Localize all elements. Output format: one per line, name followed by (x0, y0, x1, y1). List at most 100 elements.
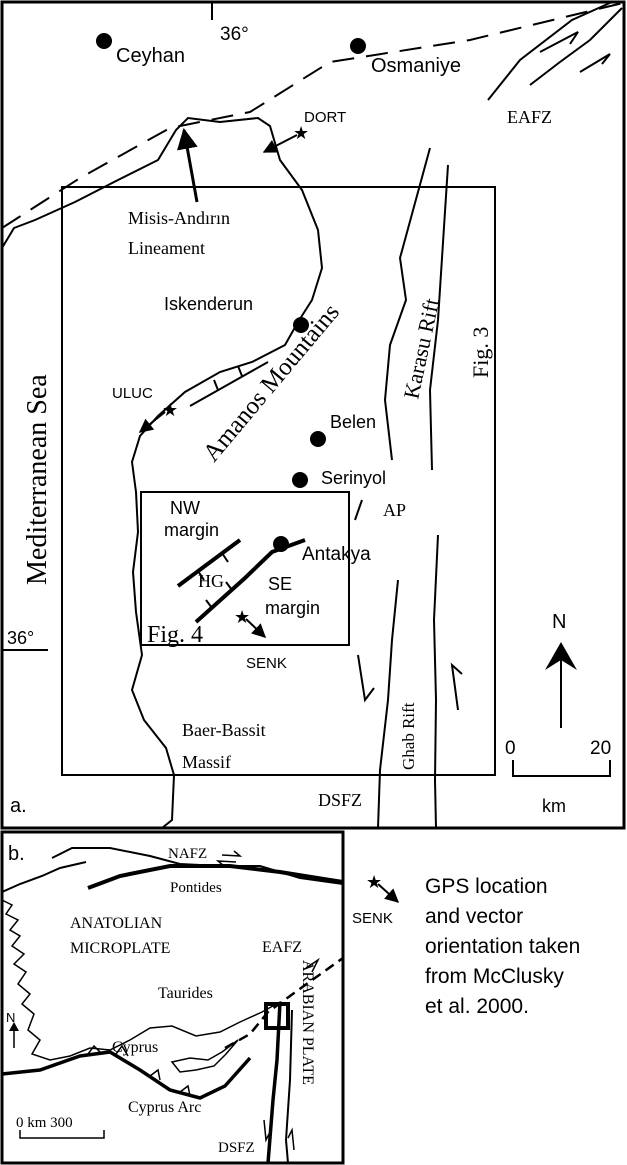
eafz-label-b: EAFZ (262, 939, 302, 956)
anatolian-label-1: ANATOLIAN (70, 915, 163, 932)
study-area-box (264, 1002, 290, 1030)
legend-line-3: orientation taken (425, 935, 580, 958)
karasu-fault-west (383, 147, 431, 461)
se-label-2: margin (265, 598, 320, 618)
gps-star-uluc: ★ (162, 400, 178, 420)
nw-label-2: margin (164, 520, 219, 540)
baer-label-2: Massif (182, 752, 231, 772)
amanos-fault-ticks (213, 365, 243, 391)
rift-fault-central (354, 499, 363, 521)
dsfz-label-a: DSFZ (318, 790, 362, 810)
ghab-fault-east (432, 534, 439, 829)
nw-margin-fault (176, 538, 242, 588)
panel-b-frame (0, 830, 345, 1165)
city-serinyol-dot (292, 472, 308, 488)
legend-line-4: from McClusky (425, 965, 564, 988)
nw-label-1: NW (170, 498, 200, 518)
nafz-half-arrow (215, 850, 243, 867)
misis-lineament (1, 1, 627, 229)
legend-line-5: et al. 2000. (425, 995, 529, 1018)
scale-unit-a: km (542, 796, 566, 816)
gps-star-dort: ★ (293, 123, 309, 143)
lat-left-label: 36° (7, 628, 34, 648)
cyprus-island (170, 1039, 239, 1073)
city-belen-dot (310, 431, 326, 447)
north-arrow-b-head (9, 1022, 19, 1031)
north-coast-2 (1, 861, 87, 893)
scale-label-b: 0 km 300 (16, 1115, 73, 1131)
fig3-label: Fig. 3 (468, 327, 493, 378)
anatolian-label-2: MICROPLATE (70, 940, 170, 957)
scale-max-a: 20 (590, 738, 611, 759)
eafz-half-arrow-2 (579, 53, 611, 73)
city-serinyol-label: Serinyol (321, 468, 386, 488)
city-osmaniye-label: Osmaniye (371, 55, 461, 77)
gps-star-senk: ★ (234, 607, 250, 627)
fig4-box (140, 491, 350, 646)
arabian-plate-label: ARABIAN PLATE (299, 960, 316, 1085)
amanos-fault (189, 361, 269, 407)
ghab-half-arrow-1 (357, 654, 375, 703)
dsfz-label-b: DSFZ (218, 1140, 255, 1156)
dsfz-fault-b (266, 1001, 282, 1164)
taurides-label: Taurides (158, 985, 213, 1002)
se-label-1: SE (268, 574, 292, 594)
legend-star: ★ (366, 872, 382, 892)
lat-top-label: 36° (220, 24, 249, 45)
panel-a-frame (0, 0, 626, 830)
karasu-label: Karasu Rift (398, 296, 444, 401)
pontides-label: Pontides (170, 880, 222, 896)
ghab-half-arrow-2 (450, 662, 463, 711)
city-ceyhan-dot (96, 33, 112, 49)
cyprus-arc-label: Cyprus Arc (128, 1099, 201, 1116)
coastline (1, 116, 324, 829)
north-arrow-a-head (545, 642, 577, 670)
ghab-fault-west (377, 579, 399, 829)
nafz-label: NAFZ (168, 846, 207, 862)
eafz-fault-a (487, 1, 613, 101)
dsfz-half-arrows-b (263, 1119, 295, 1151)
scale-bar-b (19, 1130, 105, 1139)
gps-label-dort: DORT (304, 109, 346, 126)
ap-label: AP (383, 500, 406, 520)
eafz-half-arrow-1 (539, 31, 579, 53)
fig4-label: Fig. 4 (147, 622, 203, 648)
legend-line-1: GPS location (425, 875, 548, 898)
city-iskenderun-label: Iskenderun (164, 294, 253, 314)
city-osmaniye-dot (350, 38, 366, 54)
scale-bar-a (512, 760, 611, 777)
panel-a-label: a. (10, 795, 27, 817)
nw-margin-ticks (197, 552, 229, 581)
city-antakya-dot (273, 536, 289, 552)
city-ceyhan-label: Ceyhan (116, 45, 185, 67)
cyprus-arc (1, 1050, 252, 1100)
city-antakya-label: Antakya (302, 544, 371, 565)
gps-vector-uluc (138, 411, 166, 433)
cyprus-label: Cyprus (112, 1039, 158, 1056)
hg-label: HG (198, 571, 224, 591)
baer-label-1: Baer-Bassit (182, 720, 266, 740)
se-margin-ticks (205, 581, 233, 609)
city-belen-label: Belen (330, 412, 376, 432)
ghab-label: Ghab Rift (399, 702, 418, 770)
north-label-b: N (6, 1010, 15, 1025)
city-iskenderun-dot (293, 317, 309, 333)
misis-arrow (177, 127, 199, 203)
gps-vector-senk (245, 618, 267, 638)
fig3-box (61, 186, 496, 776)
legend-senk-label: SENK (352, 910, 393, 927)
misis-label-1: Misis-Andırın (128, 208, 230, 228)
misis-label-2: Lineament (128, 238, 205, 258)
dsfz-east-b (284, 1009, 293, 1164)
eafz-fault-b (529, 7, 623, 86)
west-coast (1, 899, 281, 1061)
cyprus-arc-teeth (87, 1044, 191, 1097)
panel-b-label: b. (8, 843, 25, 865)
karasu-fault-east (428, 164, 449, 471)
gps-label-senk: SENK (246, 655, 287, 672)
sea-label: Mediterranean Sea (22, 374, 53, 585)
north-label-a: N (552, 611, 566, 633)
eafz-label: EAFZ (507, 107, 552, 127)
scale-min-a: 0 (505, 738, 516, 759)
